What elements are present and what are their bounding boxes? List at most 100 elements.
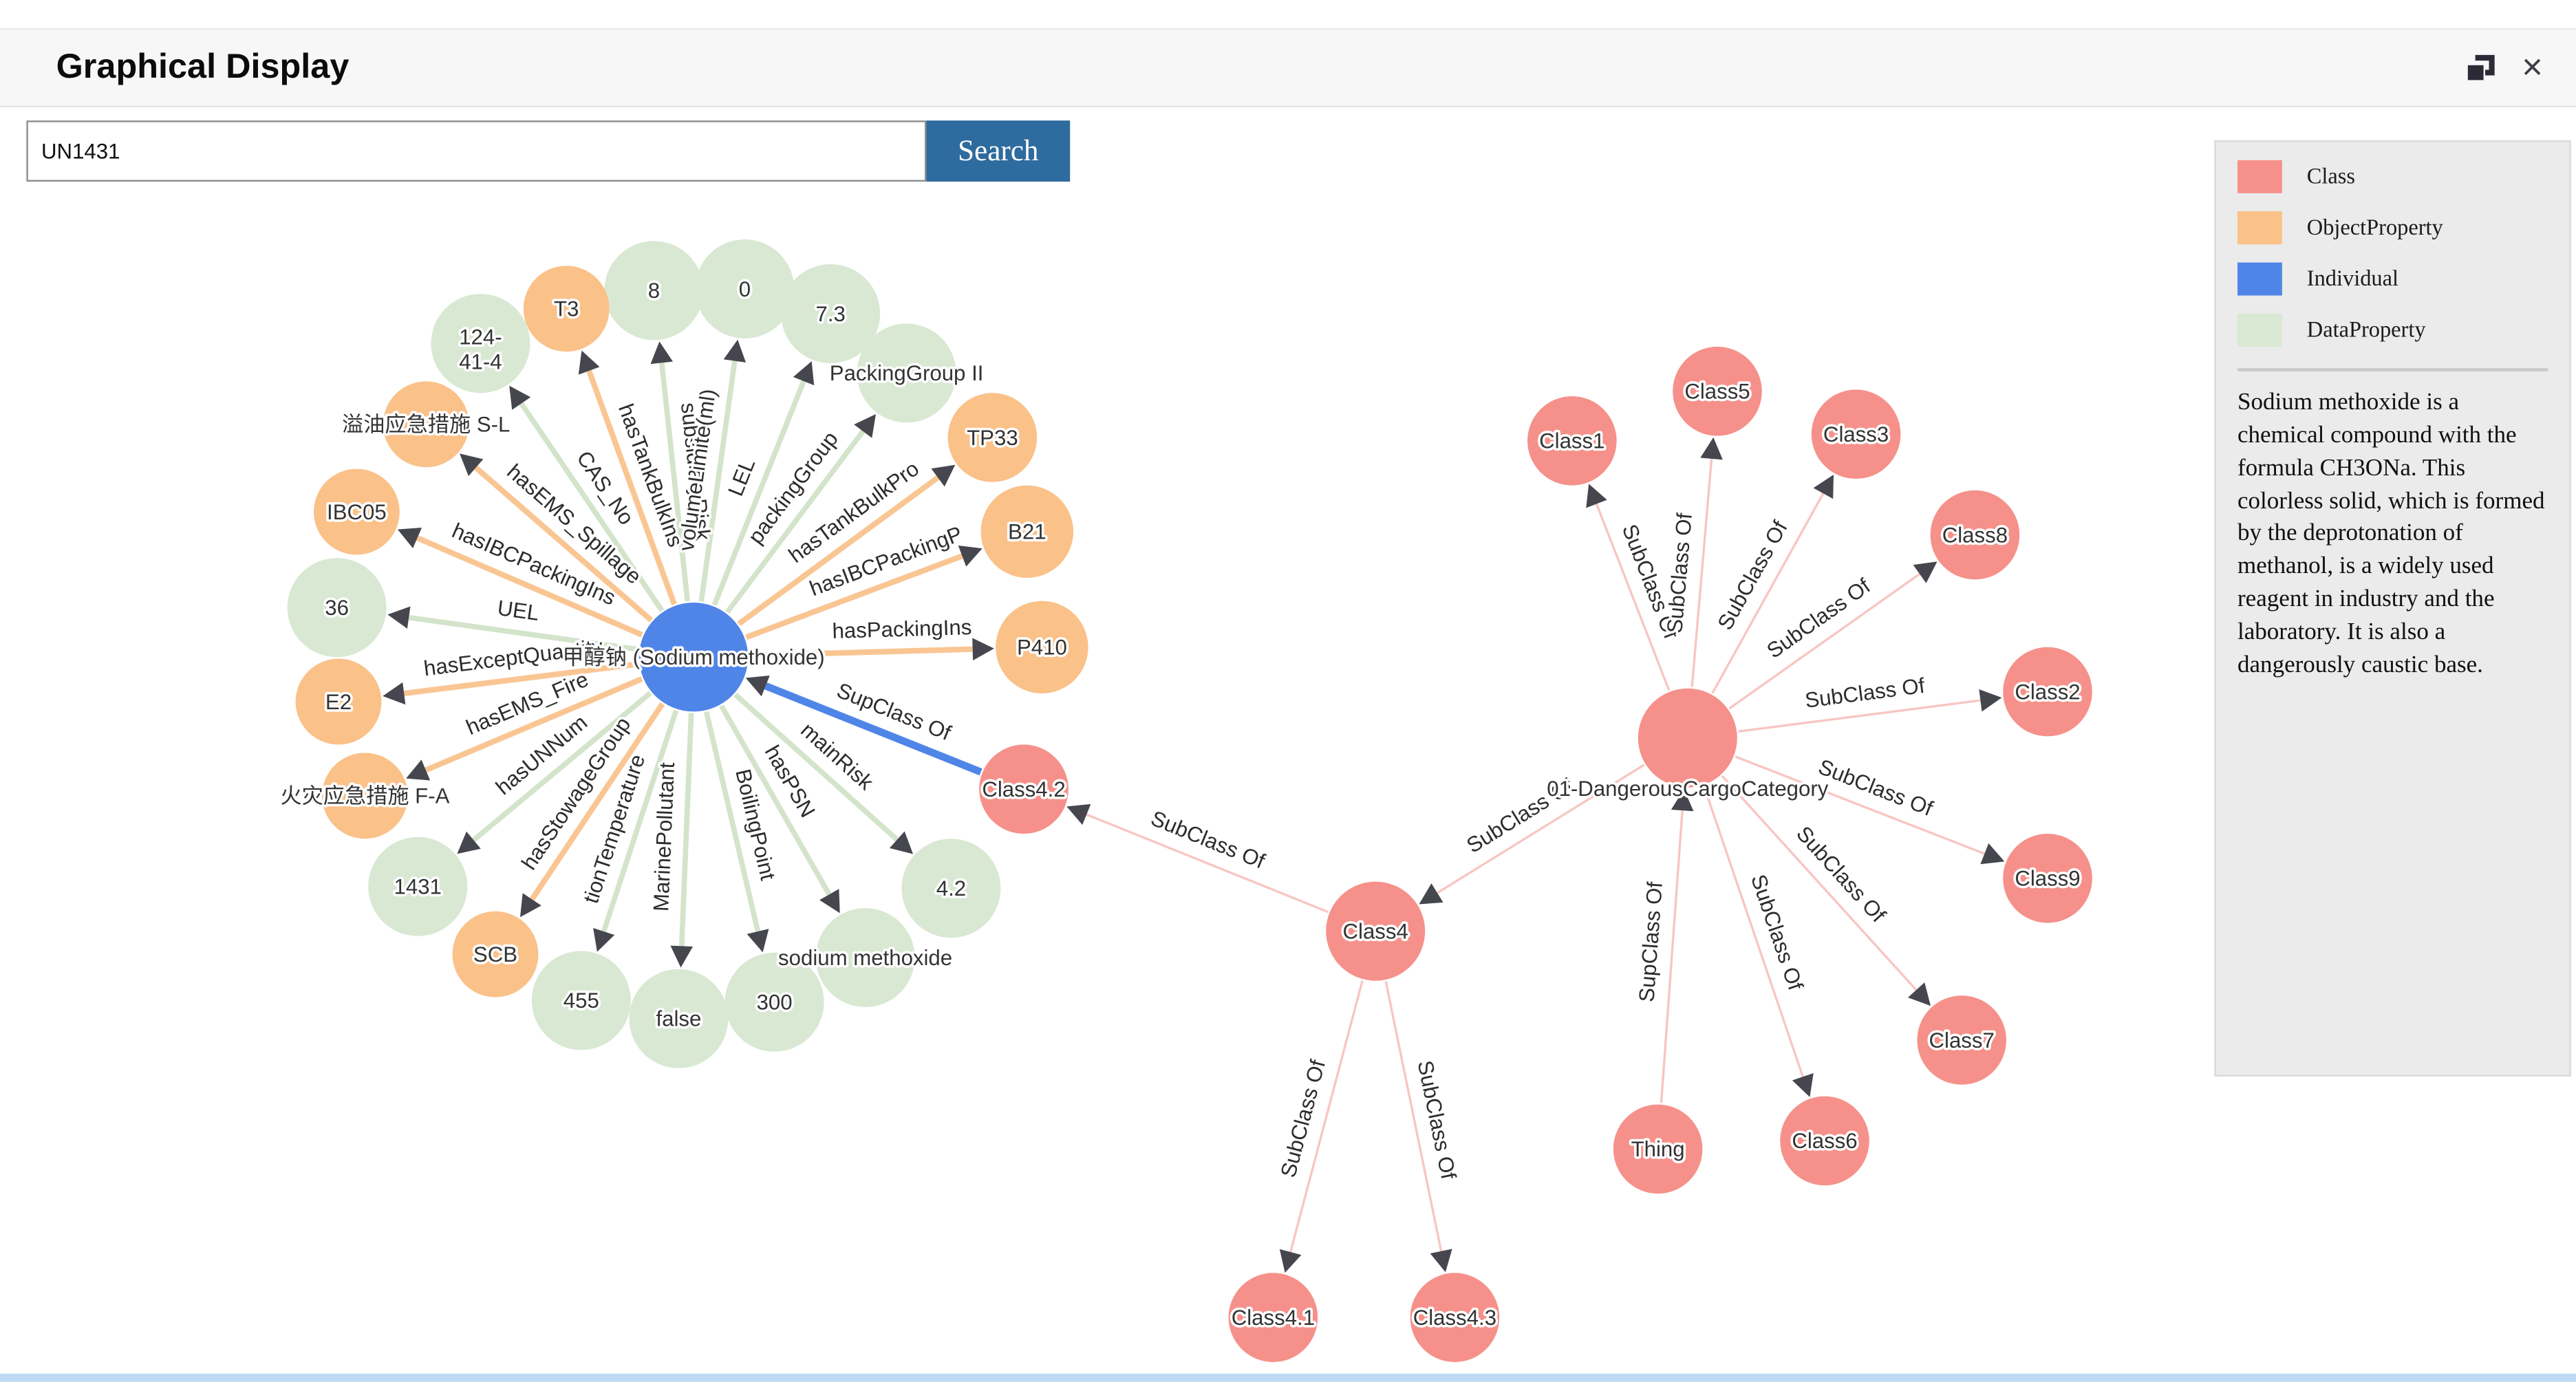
graph-node-t3[interactable] [523,266,610,352]
edge-methoxide-n42 [733,692,899,842]
legend-item-individual: Individual [2237,262,2569,296]
graph-node-n300[interactable] [724,952,824,1052]
close-icon[interactable]: × [2522,46,2544,88]
arrowhead-icon [1279,1249,1302,1273]
edge-label: SubClass Of [1792,821,1891,927]
edge-label: hasPackingIns [832,615,972,643]
edge-label: UEL [496,596,541,625]
node-label: Class4.2 [982,777,1065,801]
search-input[interactable] [26,120,927,182]
arrowhead-icon [931,464,956,487]
node-label: 124-41-4 [459,325,502,374]
arrowhead-icon [457,831,481,854]
legend-label: ObjectProperty [2306,215,2443,239]
node-label: Class6 [1792,1129,1857,1153]
graph-node-c1[interactable] [1527,396,1617,486]
graph-node-methoxide[interactable] [638,603,749,712]
graph-node-thing[interactable] [1613,1104,1703,1194]
graph-node-pg2[interactable] [857,323,956,423]
objectproperty-color-swatch [2237,211,2282,245]
graph-node-c42[interactable] [979,744,1069,834]
titlebar: Graphical Display × [0,28,2576,107]
graph-node-b21[interactable] [980,485,1074,579]
graph-node-p410[interactable] [996,601,1088,694]
graph-node-sl[interactable] [383,381,469,468]
graph-node-n8[interactable] [604,241,704,341]
graph-node-fire[interactable] [322,753,408,839]
search-button[interactable]: Search [926,120,1071,182]
graph-node-sm[interactable] [815,908,915,1007]
node-label: 300 [757,991,793,1015]
arrowhead-icon [1979,689,2002,712]
arrowhead-icon [958,546,983,567]
graph-node-cas[interactable] [431,294,530,393]
node-label: IBC05 [327,500,387,524]
node-label: 4.2 [936,876,966,900]
graph-node-tp33[interactable] [947,393,1038,482]
node-label: 1431 [394,875,442,899]
graph-node-c41[interactable] [1228,1273,1318,1363]
edge-thing-dcc [1660,810,1684,1103]
node-label: 溢油应急措施 S-L [342,413,510,437]
edge-methoxide-p410 [749,646,973,658]
node-label: 甲醇钠 (Sodium methoxide) [562,645,824,669]
graph-node-n73[interactable] [781,264,881,363]
edge-methoxide-n455 [601,709,679,933]
graph-node-c6[interactable] [1780,1096,1869,1186]
individual-color-swatch [2237,262,2282,296]
graph-node-c4[interactable] [1326,881,1426,981]
edge-dcc-c2 [1738,699,1981,733]
graph-node-c7[interactable] [1917,995,2006,1085]
graph-node-n1431[interactable] [368,836,468,936]
edge-dcc-c5 [1690,458,1713,687]
graph-node-c43[interactable] [1410,1273,1500,1363]
graph-node-n42[interactable] [901,839,1001,938]
graph-node-n455[interactable] [531,951,631,1050]
legend-item-objectproperty: ObjectProperty [2237,211,2569,245]
edge-methoxide-e2 [403,661,638,697]
node-label: Thing [1631,1137,1685,1161]
graph-node-n0[interactable] [695,239,795,339]
edge-dcc-c1 [1595,503,1671,691]
graph-node-c8[interactable] [1930,490,2020,580]
node-label: Class4.3 [1413,1306,1496,1330]
arrowhead-icon [1792,1072,1814,1097]
arrowhead-icon [578,350,600,375]
node-label: Class4 [1343,919,1408,943]
arrowhead-icon [889,831,914,854]
legend-divider [2237,368,2548,371]
graph-node-c9[interactable] [2003,834,2092,923]
graph-node-e2[interactable] [295,658,382,745]
graph-node-c2[interactable] [2003,647,2092,737]
bottom-scroll-strip[interactable] [0,1373,2576,1382]
legend-label: Class [2306,163,2356,188]
arrowhead-icon [723,339,747,363]
graph-node-n36[interactable] [287,558,387,658]
graph-node-scb[interactable] [452,911,539,997]
dataproperty-color-swatch [2237,314,2282,347]
graph-node-c3[interactable] [1811,389,1901,479]
graph-node-ibc05[interactable] [314,468,400,555]
arrowhead-icon [854,413,876,438]
edge-methoxide-n1431 [471,691,652,843]
node-label: TP33 [967,426,1018,450]
edge-label: SubClass Of [1713,517,1792,634]
edge-c4-c41 [1289,980,1364,1253]
graph-node-dcc[interactable] [1638,688,1737,788]
arrowhead-icon [509,385,531,410]
edge-label: LEL [723,455,760,499]
legend-panel: Class ObjectProperty Individual DataProp… [2214,140,2571,1077]
edge-dcc-c9 [1735,755,1985,855]
node-label: 36 [325,596,349,620]
edge-methoxide-b21 [744,553,963,640]
graph-node-c5[interactable] [1673,347,1762,436]
arrowhead-icon [819,889,840,914]
edge-methoxide-n36 [408,614,638,652]
node-label: 455 [564,989,599,1013]
arrowhead-icon [397,528,422,549]
arrowhead-icon [1671,789,1694,812]
graph-node-nfalse[interactable] [629,969,729,1068]
restore-icon[interactable] [2466,54,2496,82]
